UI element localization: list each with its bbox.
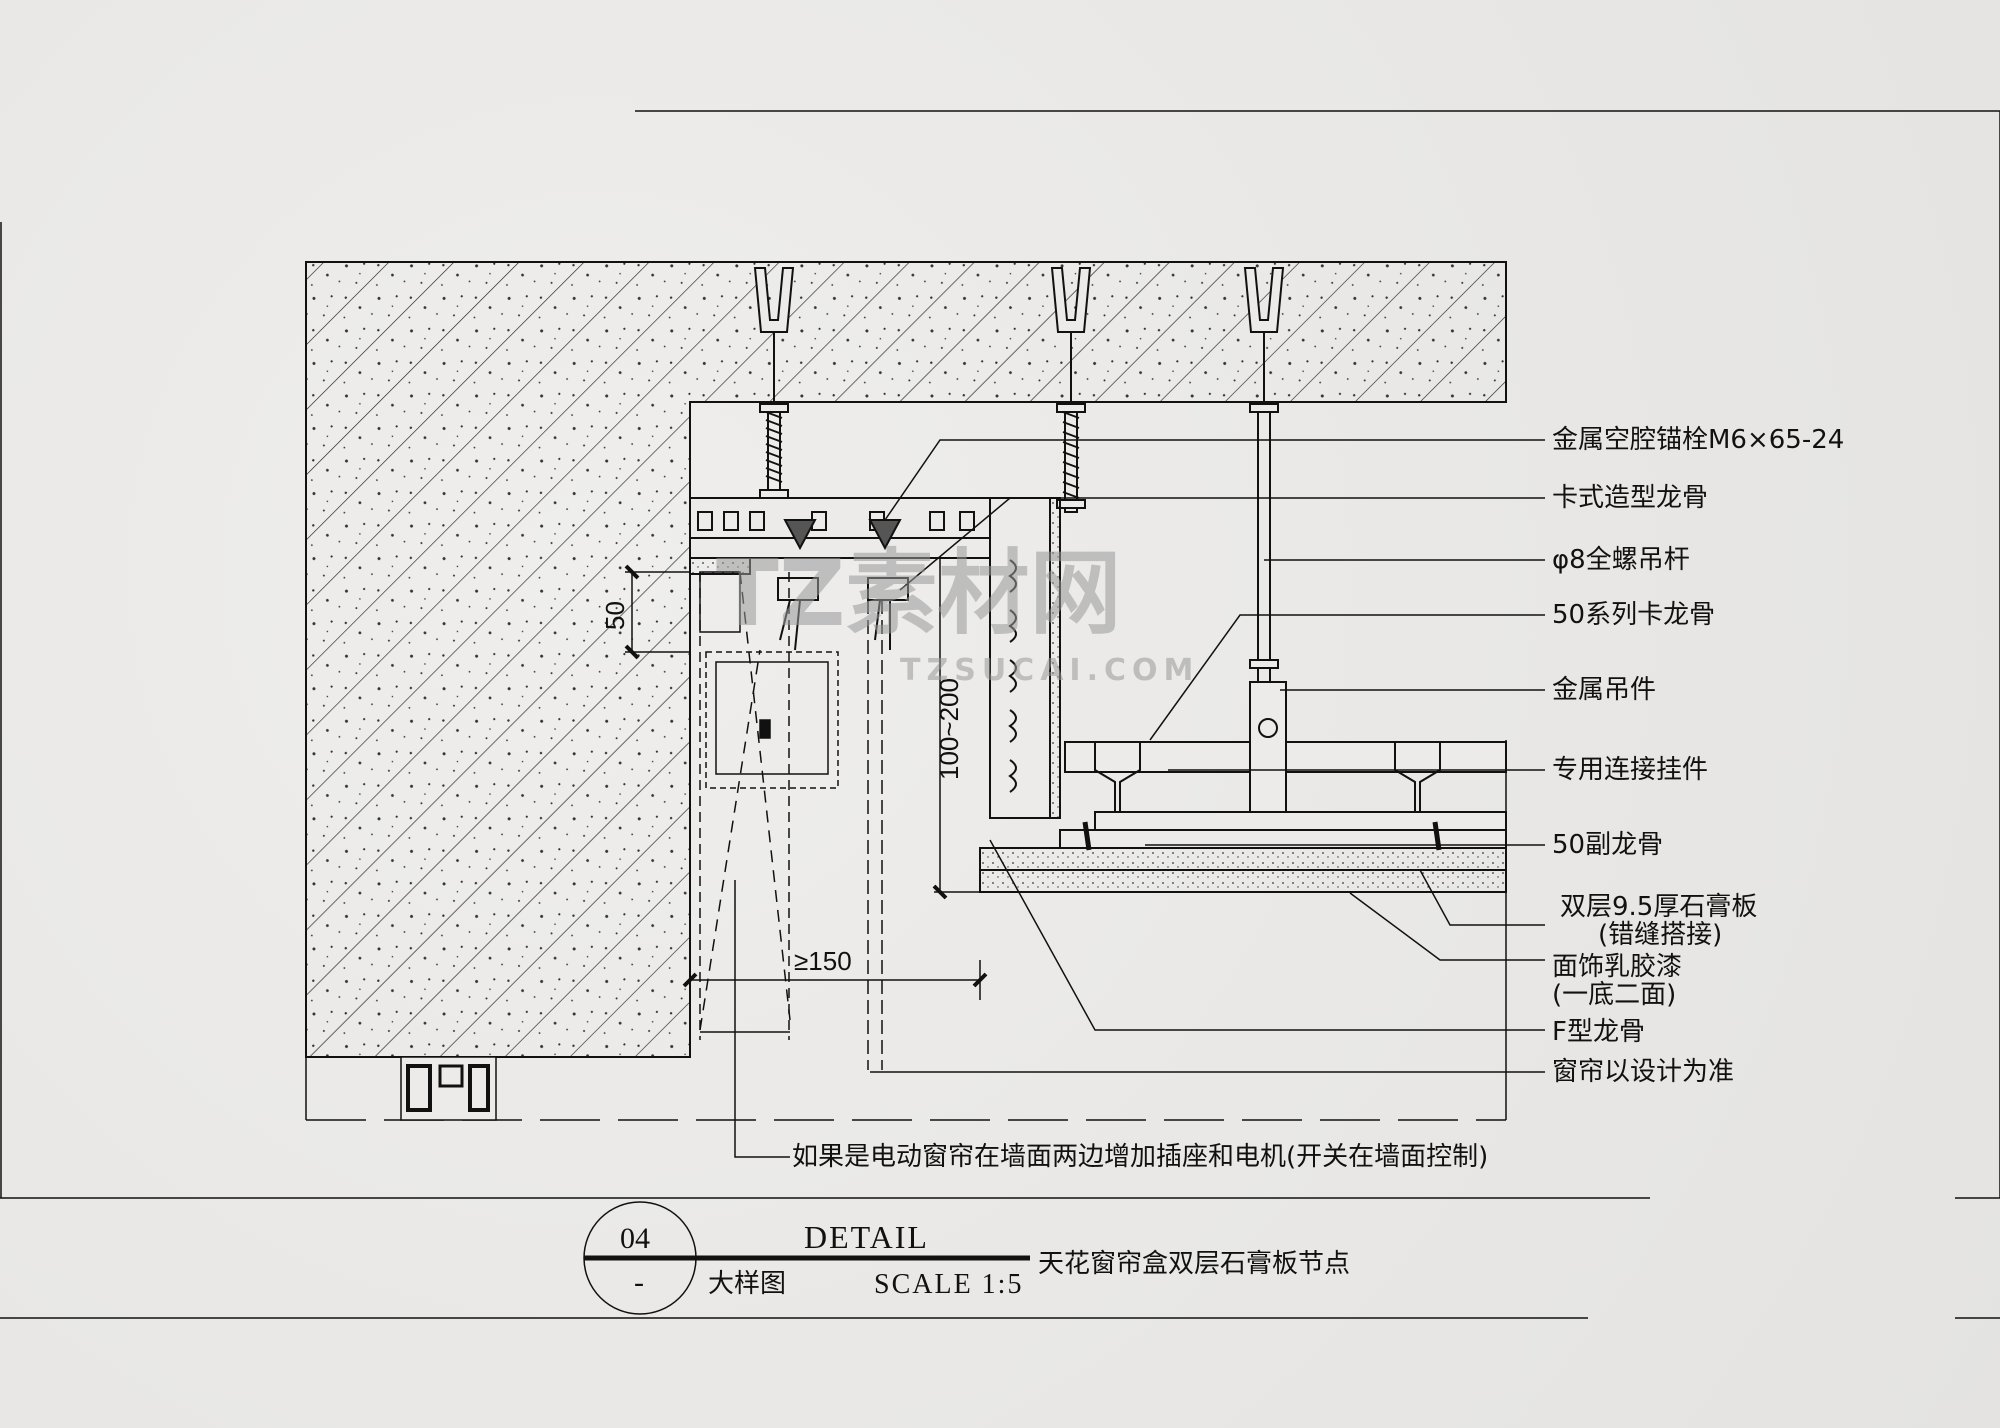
label-card-keel: 卡式造型龙骨 [1552, 483, 1708, 513]
dim-height: 100~200 [934, 678, 964, 780]
label-f-keel: F型龙骨 [1552, 1017, 1645, 1047]
dim-gap: 50 [600, 601, 630, 630]
label-paint-2: (一底二面) [1552, 980, 1676, 1010]
watermark-main: TZ素材网 [716, 540, 1121, 647]
label-anchor-bolt: 金属空腔锚栓M6×65-24 [1552, 425, 1844, 455]
anchor-bolt-1 [753, 267, 795, 402]
title-description: 天花窗帘盒双层石膏板节点 [1038, 1249, 1350, 1279]
dimension-lines [624, 557, 990, 1000]
label-electric-note: 如果是电动窗帘在墙面两边增加插座和电机(开关在墙面控制) [792, 1142, 1488, 1172]
label-main-keel: 50系列卡龙骨 [1552, 600, 1715, 630]
watermark: TZ素材网 TZSUCAI.COM [716, 540, 1199, 688]
leader-lines [734, 439, 1545, 1158]
room-outline [305, 740, 1507, 1121]
label-curtain: 窗帘以设计为准 [1552, 1057, 1734, 1087]
label-gypsum-2: (错缝搭接) [1598, 920, 1722, 950]
label-paint-1: 面饰乳胶漆 [1552, 952, 1682, 982]
title-number: 04 [620, 1222, 650, 1255]
ceiling-system [979, 681, 1507, 893]
track-hangers [777, 519, 909, 651]
annotations: 金属空腔锚栓M6×65-24 卡式造型龙骨 φ8全螺吊杆 50系列卡龙骨 金属吊… [792, 425, 1844, 1172]
curtain-box [699, 571, 883, 1070]
label-sub-keel: 50副龙骨 [1552, 830, 1663, 860]
dim-width: ≥150 [794, 946, 852, 976]
title-detail: DETAIL [804, 1219, 929, 1255]
sheet-frame [0, 110, 2000, 1319]
anchor-bolt-3 [1243, 267, 1285, 402]
title-block [583, 1201, 1030, 1315]
label-gypsum-1: 双层9.5厚石膏板 [1560, 892, 1757, 922]
watermark-url: TZSUCAI.COM [900, 653, 1199, 688]
label-hanger: 金属吊件 [1552, 675, 1656, 705]
label-connector: 专用连接挂件 [1552, 755, 1708, 785]
title-scale: SCALE 1:5 [874, 1269, 1023, 1300]
title-cn: 大样图 [708, 1269, 786, 1299]
label-rod: φ8全螺吊杆 [1552, 545, 1690, 575]
side-keel-column [989, 497, 1061, 819]
anchor-bolt-2 [1050, 267, 1092, 402]
title-dash: - [634, 1266, 644, 1299]
anchor-bolts [753, 267, 1285, 402]
